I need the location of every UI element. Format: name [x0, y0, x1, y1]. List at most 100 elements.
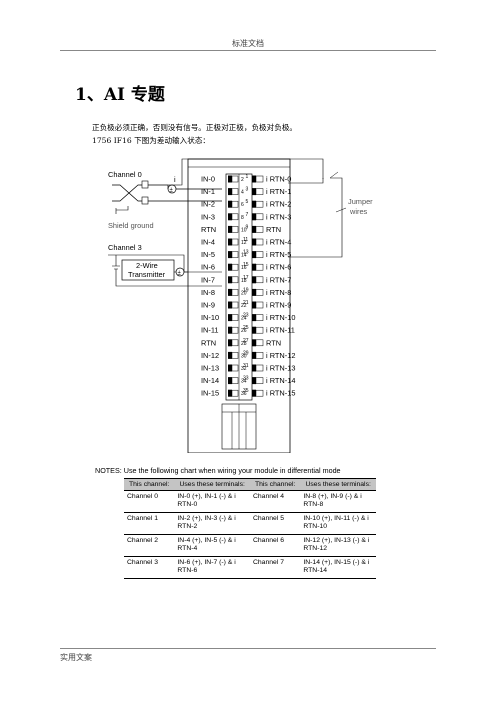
terminal-right-label: i RTN-2 [266, 200, 291, 209]
terminal-number-left: 10 [241, 227, 247, 233]
screw-left [228, 251, 232, 259]
svg-text:±: ± [170, 188, 174, 194]
transmitter-line-2: Transmitter [128, 270, 166, 279]
terminal-number-right: 11 [243, 237, 248, 243]
table-cell: IN-10 (+), IN-11 (-) & i RTN-10 [300, 512, 376, 536]
screw-left [228, 225, 232, 233]
notes-text: NOTES: Use the following chart when wiri… [95, 466, 341, 475]
terminal-number-right: 21 [243, 300, 249, 306]
screw-left [228, 314, 232, 322]
terminal-left-label: RTN [201, 225, 216, 234]
screw-left [228, 263, 232, 271]
screw-right [252, 364, 256, 372]
terminal-right-label: i RTN-7 [266, 275, 291, 284]
terminal-right-label: i RTN-12 [266, 351, 295, 360]
screw-right [252, 238, 256, 246]
page-header: 标准文档 [232, 39, 264, 48]
terminal-left-label: IN-10 [201, 313, 219, 322]
table-row: Channel 0 IN-0 (+), IN-1 (-) & i RTN-0 C… [124, 490, 376, 514]
terminal-number-left: 14 [241, 253, 247, 259]
transmitter-line-1: 2-Wire [136, 261, 158, 270]
terminal-number-left: 30 [241, 353, 247, 359]
table-cell: Channel 5 [249, 512, 301, 536]
table-cell: IN-12 (+), IN-13 (-) & i RTN-12 [300, 534, 376, 558]
table-row: Channel 3 IN-6 (+), IN-7 (-) & i RTN-6 C… [124, 556, 376, 580]
screw-right [252, 377, 256, 385]
terminal-left-label: IN-4 [201, 238, 215, 247]
screw-left [228, 238, 232, 246]
terminal-right-label: i RTN-9 [266, 301, 291, 310]
terminal-number-right: 27 [243, 338, 249, 344]
screw-right [252, 188, 256, 196]
screw-right [252, 389, 256, 397]
terminal-right-label: i RTN-0 [266, 175, 291, 184]
terminal-left-label: IN-3 [201, 212, 215, 221]
terminal-right-label: i RTN-8 [266, 288, 291, 297]
table-row: Channel 1 IN-2 (+), IN-3 (-) & i RTN-2 C… [124, 512, 376, 536]
terminal-number-left: 34 [241, 379, 247, 385]
table-cell: Channel 1 [124, 512, 175, 536]
screw-left [228, 326, 232, 334]
screw-right [252, 326, 256, 334]
terminal-number-left: 20 [241, 290, 247, 296]
terminal-right-label: RTN [266, 338, 281, 347]
screw-right [252, 339, 256, 347]
terminal-number-left: 36 [241, 391, 247, 397]
terminal-number-left: 12 [241, 240, 247, 246]
table-cell: IN-8 (+), IN-9 (-) & i RTN-8 [300, 490, 376, 514]
terminal-number-right: 15 [243, 262, 249, 268]
transmitter-box [121, 259, 175, 281]
screw-right [252, 225, 256, 233]
wiring-table: This channel: Uses these terminals: This… [124, 477, 376, 580]
terminal-number-right: 5 [246, 199, 249, 205]
terminal-left-label: IN-13 [201, 364, 219, 373]
terminal-number-right: 35 [243, 388, 249, 394]
terminal-left-label: IN-11 [201, 326, 219, 335]
terminal-number-left: 28 [241, 341, 247, 347]
paragraph-polarity: 正负极必须正确，否则没有信号。正极对正极，负极对负极。 [92, 123, 298, 132]
terminal-number-right: 17 [243, 275, 249, 281]
terminal-right-label: i RTN-3 [266, 212, 291, 221]
screw-left [228, 276, 232, 284]
terminal-left-label: RTN [201, 338, 216, 347]
terminal-right-label: i RTN-11 [266, 326, 295, 335]
terminal-number-right: 1 [246, 174, 249, 180]
table-cell: Channel 3 [124, 556, 175, 580]
terminal-right-label: i RTN-15 [266, 389, 295, 398]
terminal-right-label: i RTN-1 [266, 187, 291, 196]
paragraph-module: 1756 IF16 下图为差动输入状态： [92, 136, 211, 145]
terminal-left-label: IN-2 [201, 200, 215, 209]
terminal-left-label: IN-8 [201, 288, 215, 297]
screw-left [228, 200, 232, 208]
table-cell: IN-2 (+), IN-3 (-) & i RTN-2 [174, 512, 250, 536]
terminal-right-label: i RTN-10 [266, 313, 295, 322]
terminal-number-left: 16 [241, 265, 247, 271]
screw-right [252, 301, 256, 309]
jumper-wires-label-1: Jumper [348, 197, 373, 206]
page-footer: 实用文案 [60, 653, 92, 662]
screw-left [228, 389, 232, 397]
terminal-left-label: IN-0 [201, 175, 215, 184]
screw-left [228, 301, 232, 309]
terminal-right-label: i RTN-5 [266, 250, 291, 259]
table-cell: IN-4 (+), IN-5 (-) & i RTN-4 [174, 534, 250, 558]
screw-right [252, 213, 256, 221]
terminal-left-label: IN-12 [201, 351, 219, 360]
table-cell: IN-14 (+), IN-15 (-) & i RTN-14 [300, 556, 376, 580]
footer-rule [60, 648, 436, 649]
current-symbol: i [174, 175, 176, 184]
terminal-number-right: 25 [243, 325, 249, 331]
table-header: This channel: [249, 477, 301, 492]
terminal-number-right: 3 [246, 187, 249, 193]
table-cell: Channel 2 [124, 534, 175, 558]
terminal-number-left: 4 [241, 190, 244, 196]
terminal-number-left: 2 [241, 177, 244, 183]
table-header: Uses these terminals: [174, 477, 250, 492]
terminal-number-left: 22 [241, 303, 247, 309]
screw-right [252, 175, 256, 183]
screw-left [228, 213, 232, 221]
terminal-number-right: 13 [243, 250, 249, 256]
screw-right [252, 251, 256, 259]
terminal-number-left: 32 [241, 366, 247, 372]
